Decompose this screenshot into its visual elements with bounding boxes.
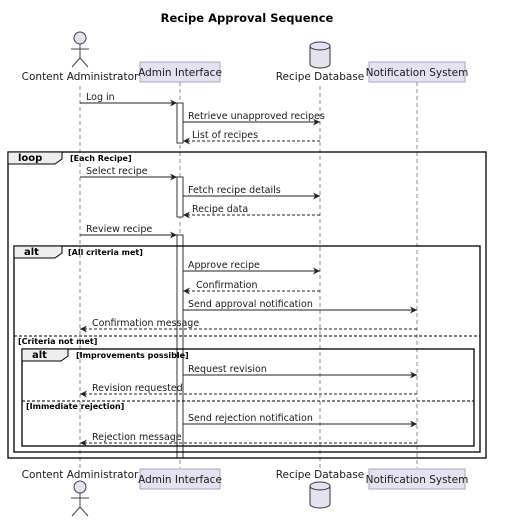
- message-label: Retrieve unapproved recipes: [188, 111, 325, 122]
- activation-bar: [176, 102, 184, 144]
- fragment-condition: [Improvements possible]: [76, 351, 189, 360]
- message-label: Send rejection notification: [188, 413, 313, 424]
- actor-label: Content Administrator: [22, 469, 139, 481]
- fragment-keyword: alt: [32, 350, 47, 361]
- message-label: Recipe data: [192, 204, 248, 215]
- diagram-title: Recipe Approval Sequence: [161, 11, 334, 25]
- participant-notification-system-bottom: Notification System: [366, 468, 469, 490]
- participant-recipe-database-top: Recipe Database: [276, 41, 365, 83]
- fragment-condition: [Each Recipe]: [70, 154, 132, 163]
- participant-label: Notification System: [366, 67, 469, 79]
- database-icon: [309, 481, 331, 509]
- message-label: Log in: [86, 92, 115, 103]
- participant-label: Notification System: [366, 474, 469, 486]
- actor-content-administrator-bottom: Content Administrator: [22, 469, 139, 517]
- message-label: Revision requested: [92, 383, 183, 394]
- fragment-keyword: alt: [24, 247, 39, 258]
- participant-label: Admin Interface: [138, 474, 222, 486]
- participant-recipe-database-bottom: Recipe Database: [276, 469, 365, 509]
- participant-label: Recipe Database: [276, 469, 365, 481]
- message-label: Request revision: [188, 364, 267, 375]
- actor-content-administrator-top: Content Administrator: [22, 31, 139, 83]
- participant-admin-interface-top: Admin Interface: [138, 61, 222, 83]
- activation-bar: [176, 234, 184, 459]
- alt-fragment-outer: alt [All criteria met] [Criteria not met…: [13, 245, 481, 453]
- actor-icon: [71, 31, 89, 68]
- message-label: List of recipes: [192, 130, 258, 141]
- alt-fragment-inner: alt [Improvements possible] [Immediate r…: [21, 348, 475, 447]
- message-label: Rejection message: [92, 432, 182, 443]
- actor-label: Content Administrator: [22, 71, 139, 83]
- message-label: Review recipe: [86, 224, 152, 235]
- participant-label: Recipe Database: [276, 71, 365, 83]
- message-label: Confirmation: [196, 280, 257, 291]
- database-icon: [309, 41, 331, 69]
- message-label: Send approval notification: [188, 299, 313, 310]
- loop-fragment: loop [Each Recipe]: [7, 151, 487, 459]
- participant-label: Admin Interface: [138, 67, 222, 79]
- message-label: Fetch recipe details: [188, 185, 281, 196]
- actor-icon: [71, 480, 89, 517]
- message-label: Approve recipe: [188, 260, 260, 271]
- participant-notification-system-top: Notification System: [366, 61, 469, 83]
- participant-admin-interface-bottom: Admin Interface: [138, 468, 222, 490]
- fragment-condition: [All criteria met]: [68, 248, 143, 257]
- message-label: Select recipe: [86, 166, 148, 177]
- activation-bar: [176, 176, 184, 218]
- fragment-else-condition: [Criteria not met]: [18, 337, 97, 346]
- fragment-keyword: loop: [18, 153, 42, 164]
- fragment-else-condition: [Immediate rejection]: [26, 402, 124, 411]
- message-label: Confirmation message: [92, 318, 199, 329]
